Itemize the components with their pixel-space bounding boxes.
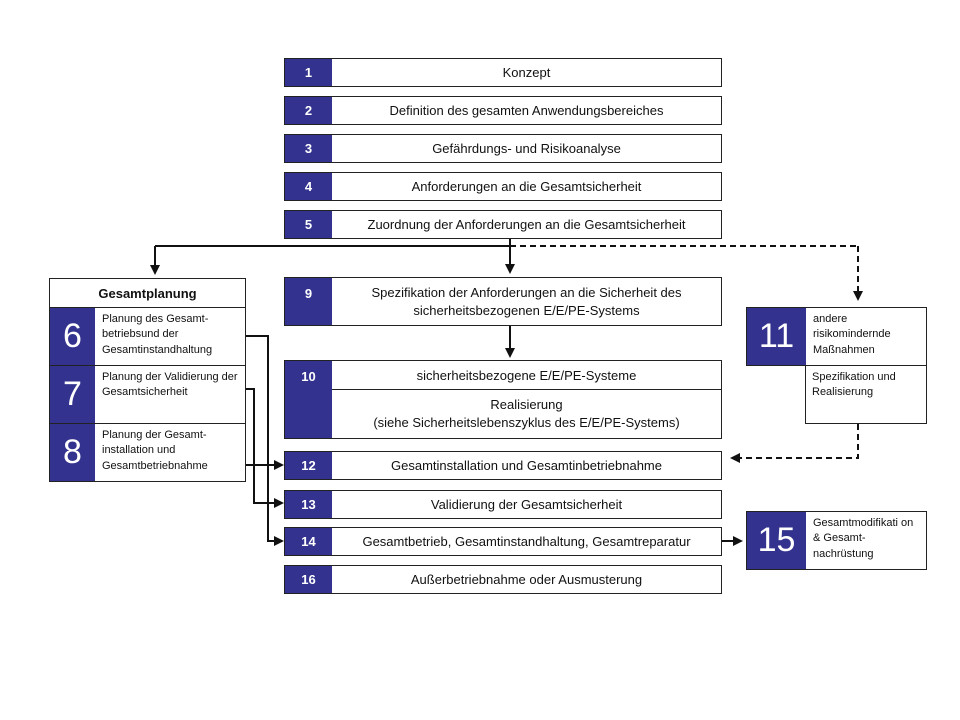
other-measures-block: 11 andere risikomindernde Maßnahmen [746,307,927,366]
divider [50,365,245,366]
planning-label-6: Planung des Gesamt-betriebsund der Gesam… [102,313,213,356]
step-14: 14 Gesamtbetrieb, Gesamtinstandhaltung, … [284,527,722,556]
step-label: Gesamtbetrieb, Gesamtinstandhaltung, Ges… [362,533,691,549]
step-label: Zuordnung der Anforderungen an die Gesam… [367,216,686,232]
step-4: 4 Anforderungen an die Gesamtsicherheit [284,172,722,201]
step-10-main: Realisierung (siehe Sicherheitslebenszyk… [332,390,721,438]
step-10-main-label: Realisierung [490,397,563,413]
step-16: 16 Außerbetriebnahme oder Ausmusterung [284,565,722,594]
step-2: 2 Definition des gesamten Anwendungsbere… [284,96,722,125]
planning-label-8: Planung der Gesamt-installation und Gesa… [102,429,208,472]
planning-number-7: 7 [50,366,95,423]
step-label: Anforderungen an die Gesamtsicherheit [411,178,642,194]
step-number: 16 [285,566,332,593]
step-label: Definition des gesamten Anwendungsbereic… [389,102,664,118]
step-3: 3 Gefährdungs- und Risikoanalyse [284,134,722,163]
planning-title: Gesamtplanung [98,285,197,301]
step-number: 2 [285,97,332,124]
modification-label: Gesamtmodifikati on & Gesamt-nachrüstung [813,517,914,560]
step-number: 12 [285,452,332,479]
step-10-top-label: sicherheitsbezogene E/E/PE-Systeme [416,367,637,383]
planning-number-8: 8 [50,424,95,481]
step-10: 10 sicherheitsbezogene E/E/PE-Systeme Re… [284,360,722,439]
step-number: 13 [285,491,332,518]
planning-label-7: Planung der Validierung der Gesamtsicher… [102,371,238,399]
divider [50,423,245,424]
step-label: Gefährdungs- und Risikoanalyse [432,140,621,156]
step-label: Validierung der Gesamtsicherheit [430,496,623,512]
step-label: Konzept [502,64,551,80]
modification-block: 15 Gesamtmodifikati on & Gesamt-nachrüst… [746,511,927,570]
step-1: 1 Konzept [284,58,722,87]
step-10-sub-label: (siehe Sicherheitslebenszyklus des E/E/P… [373,415,680,430]
step-number: 3 [285,135,332,162]
other-measures-realisation-label: Spezifikation und Realisierung [812,371,896,399]
arrow-7-13 [246,388,284,508]
step-number: 4 [285,173,332,200]
other-measures-label: andere risikomindernde Maßnahmen [813,313,891,356]
step-number: 14 [285,528,332,555]
step-label: Spezifikation der Anforderungen an die S… [371,284,682,318]
planning-number-6: 6 [50,308,95,365]
step-number: 9 [285,278,332,325]
step-13: 13 Validierung der Gesamtsicherheit [284,490,722,519]
arrow-6-14 [246,335,284,546]
step-number: 10 [285,361,332,438]
planning-block: Gesamtplanung 6 Planung des Gesamt-betri… [49,278,246,482]
other-measures-realisation: Spezifikation und Realisierung [805,365,927,424]
arrow-11-12 [730,424,859,463]
other-measures-number: 11 [747,308,806,365]
modification-number: 15 [747,512,806,569]
divider [332,389,721,390]
step-label: Außerbetriebnahme oder Ausmusterung [410,571,643,587]
step-number: 5 [285,211,332,238]
step-5: 5 Zuordnung der Anforderungen an die Ges… [284,210,722,239]
step-9: 9 Spezifikation der Anforderungen an die… [284,277,722,326]
step-label: Gesamtinstallation und Gesamtinbetriebna… [391,457,662,473]
step-number: 1 [285,59,332,86]
divider [50,307,245,308]
step-12: 12 Gesamtinstallation und Gesamtinbetrie… [284,451,722,480]
